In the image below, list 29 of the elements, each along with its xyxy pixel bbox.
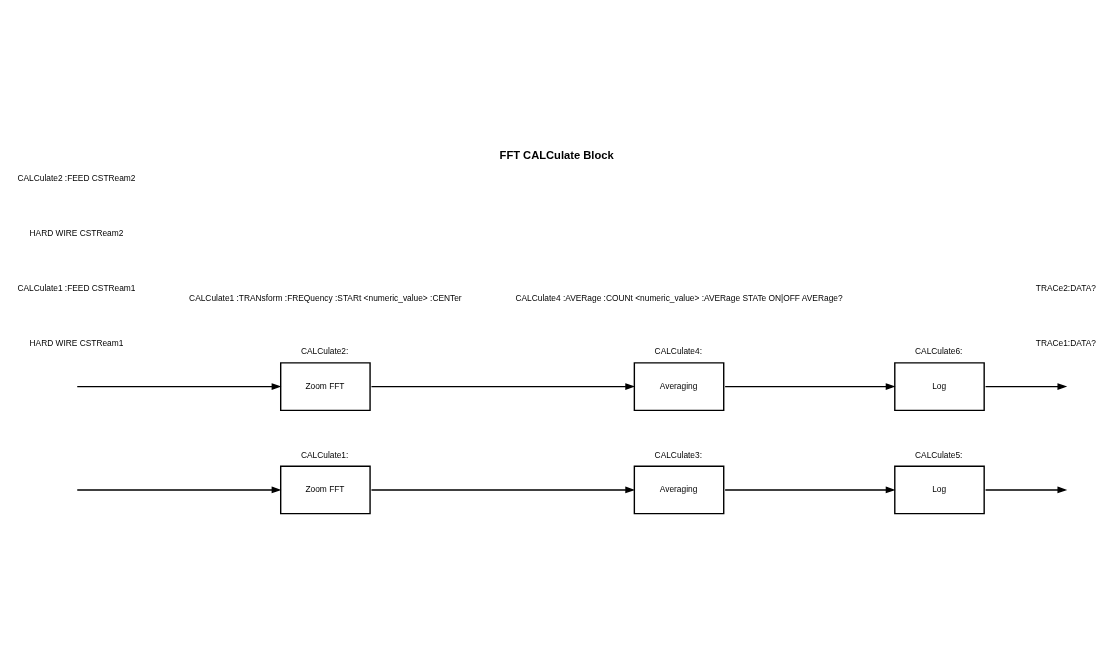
node-box: Zoom FFT	[280, 361, 371, 411]
node-box: Log	[894, 361, 985, 411]
arrow	[984, 382, 1068, 390]
label: TRACe1:DATA?	[1035, 337, 1096, 348]
node-box: Averaging	[633, 361, 725, 411]
label: TRACe2:DATA?	[1035, 282, 1096, 293]
label: HARD WIRE CSTReam1	[29, 337, 124, 348]
label: CALCulate1 :FEED CSTReam1	[17, 282, 136, 293]
label: CALCulate1 :TRANsform :FREQuency :STARt <numeric_value> :CENTer	[189, 292, 462, 303]
node-label: CALCulate2:	[300, 345, 349, 356]
node-label: CALCulate3:	[654, 449, 703, 460]
label: HARD WIRE CSTReam2	[29, 227, 124, 238]
label: CALCulate2 :FEED CSTReam2	[17, 172, 136, 183]
node-label: CALCulate1:	[300, 449, 349, 460]
diagram-title: FFT CALCulate Block	[499, 148, 614, 161]
node-label: CALCulate6:	[915, 345, 963, 356]
node-label: CALCulate5:	[915, 449, 963, 460]
node-box: Zoom FFT	[280, 465, 371, 514]
node-box: Log	[894, 465, 985, 514]
label: CALCulate4 :AVERage :COUNt <numeric_value> :AVERage STATe ON|OFF AVERage?	[515, 292, 843, 303]
arrow	[370, 486, 636, 493]
node-box: Averaging	[633, 465, 725, 514]
arrow	[984, 486, 1068, 493]
arrow	[76, 382, 282, 390]
arrow	[76, 486, 282, 493]
arrow	[724, 382, 896, 390]
arrow	[370, 382, 636, 390]
arrow	[724, 486, 896, 493]
node-label: CALCulate4:	[654, 345, 703, 356]
